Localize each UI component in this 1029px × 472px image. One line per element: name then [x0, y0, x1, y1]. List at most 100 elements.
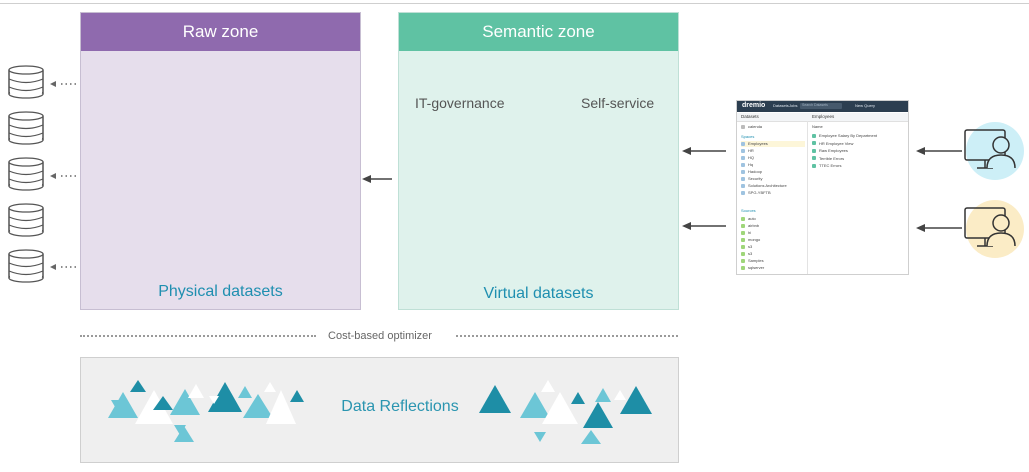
dremio-row-label: auto	[748, 216, 756, 221]
dremio-nav-datasets[interactable]: Datasets	[773, 103, 789, 108]
dremio-nav-jobs[interactable]: Jobs	[789, 103, 798, 108]
triangle-icon	[581, 430, 601, 444]
dremio-row-label: Solutions Architecture	[748, 183, 787, 188]
dremio-dataset-item[interactable]: TTEC Errors	[812, 163, 906, 169]
dremio-row-label: SPG-YBFTB	[748, 190, 771, 195]
dremio-dataset-item[interactable]: HR Employee View	[812, 141, 906, 147]
triangle-icon	[541, 380, 555, 392]
dremio-search-input[interactable]: Search Datasets	[800, 103, 842, 109]
triangle-icon	[111, 400, 125, 412]
dremio-source-item[interactable]: sqlserver	[741, 265, 805, 271]
dremio-spaces-header: Spaces	[741, 134, 755, 139]
semantic-zone-caption: Virtual datasets	[483, 285, 594, 302]
triangle-icon	[520, 392, 550, 418]
dremio-column-header	[737, 113, 908, 122]
triangle-icon	[170, 389, 200, 415]
triangle-icon	[238, 386, 252, 398]
dremio-source-item[interactable]: s3	[741, 244, 805, 250]
dremio-space-item[interactable]: Employees	[741, 141, 805, 147]
triangle-icon	[135, 390, 173, 424]
triangle-icon	[209, 396, 219, 404]
dremio-source-item[interactable]: Samples	[741, 258, 805, 264]
triangle-icon	[620, 386, 652, 414]
arrow-left-icon	[50, 173, 56, 179]
triangle-icon	[595, 388, 611, 402]
dremio-new-query-button[interactable]: New Query	[855, 103, 876, 108]
dremio-row-label: HR	[748, 148, 754, 153]
dremio-dataset-label: Employee Salary By Department	[819, 133, 878, 138]
dremio-row-label: Security	[748, 176, 763, 181]
dremio-col-right: Employees	[812, 114, 835, 119]
dremio-topbar: dremio Datasets Jobs Search Datasets New…	[737, 101, 908, 112]
dataset-square-icon	[741, 124, 745, 129]
optimizer-label: Cost-based optimizer	[328, 330, 432, 342]
dremio-row-label: hi	[748, 230, 752, 235]
dremio-dataset-item[interactable]: Employee Salary By Department	[812, 133, 906, 139]
dremio-space-item[interactable]: Security	[741, 176, 805, 182]
dataset-square-icon	[741, 148, 745, 153]
triangle-icon	[174, 425, 186, 435]
dremio-dataset-label: HR Employee View	[819, 140, 854, 146]
dataset-square-icon	[741, 141, 745, 146]
self-service-label: Self-service	[581, 95, 655, 111]
dataset-square-icon	[741, 176, 745, 181]
dremio-source-item[interactable]: hi	[741, 230, 805, 236]
arrow-left-icon	[682, 222, 691, 230]
dremio-logo: dremio	[742, 102, 766, 109]
optimizer-dotted-line-right	[456, 335, 678, 337]
database-icon	[8, 157, 44, 191]
dremio-space-item[interactable]: Hadoop	[741, 169, 805, 175]
raw-zone-title: Raw zone	[81, 13, 360, 51]
dataset-square-icon	[741, 258, 745, 263]
dremio-row-label: Hadoop	[748, 169, 763, 174]
dremio-source-item[interactable]: s3	[741, 251, 805, 257]
dataset-square-icon	[741, 237, 745, 242]
triangle-icon	[479, 385, 511, 413]
triangle-icon	[614, 390, 626, 400]
dremio-space-item[interactable]: HQ	[741, 155, 805, 161]
user-desktop-icon	[964, 122, 1024, 180]
dremio-space-item[interactable]: Hq	[741, 162, 805, 168]
dremio-dataset-label: Terrible Errors	[819, 155, 845, 161]
dremio-source-item[interactable]: auto	[741, 216, 805, 222]
dremio-space-item[interactable]: HR	[741, 148, 805, 154]
dremio-row-label: mongo	[748, 237, 761, 242]
dremio-source-item[interactable]: airbnb	[741, 223, 805, 229]
arrow-left-icon	[916, 147, 925, 155]
dataset-square-icon	[741, 230, 745, 235]
dremio-row-label: Samples	[748, 258, 764, 263]
raw-zone-caption: Physical datasets	[158, 283, 283, 300]
dremio-space-item[interactable]: SPG-YBFTB	[741, 190, 805, 196]
dataset-square-icon	[741, 169, 745, 174]
triangle-icon	[153, 396, 173, 410]
dremio-source-item[interactable]: mongo	[741, 237, 805, 243]
reflections-label: Data Reflections	[341, 398, 459, 415]
dremio-row-label: calenda	[748, 124, 763, 129]
dremio-row-label: airbnb	[748, 223, 760, 228]
database-icon	[8, 203, 44, 237]
dremio-dataset-label: Raw Employees	[819, 148, 848, 153]
top-divider	[0, 3, 1029, 4]
triangle-icon	[188, 384, 204, 398]
triangle-icon	[571, 392, 585, 404]
dremio-search-placeholder: Search Datasets	[802, 103, 828, 107]
database-icon	[8, 111, 44, 145]
dataset-square-icon	[741, 251, 745, 256]
dremio-name-header: Name	[812, 124, 823, 129]
database-icon	[8, 249, 44, 283]
virtual-dataset-icon	[812, 163, 816, 168]
triangle-icon	[108, 392, 138, 418]
dremio-dataset-item[interactable]: Terrible Errors	[812, 156, 906, 162]
virtual-dataset-icon	[812, 148, 816, 153]
dremio-space-item[interactable]: Solutions Architecture	[741, 183, 805, 189]
it-governance-label: IT-governance	[415, 95, 505, 111]
dremio-home-item[interactable]: calenda	[741, 124, 805, 130]
dremio-row-label: Hq	[748, 162, 754, 167]
dataset-square-icon	[741, 223, 745, 228]
triangle-icon	[264, 382, 276, 392]
dataset-square-icon	[741, 216, 745, 221]
triangle-icon	[534, 432, 546, 442]
dremio-ui-mockup: dremio Datasets Jobs Search Datasets New…	[736, 100, 909, 275]
dremio-dataset-item[interactable]: Raw Employees	[812, 148, 906, 154]
triangle-icon	[130, 380, 146, 392]
